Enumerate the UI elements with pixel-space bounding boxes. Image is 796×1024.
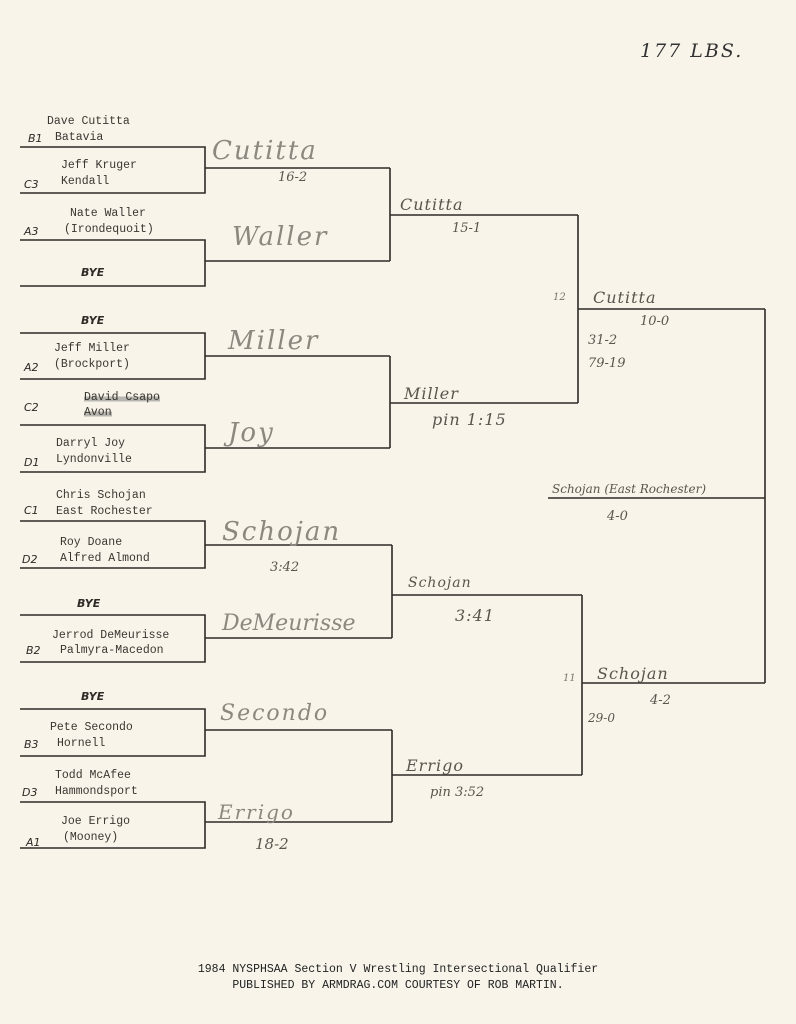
r2-winner: Errigo xyxy=(406,756,464,775)
entry-seed: B1 xyxy=(28,132,43,145)
r1-winner: Joy xyxy=(228,418,275,448)
entry-seed: B2 xyxy=(26,644,41,657)
entry-name: Jerrod DeMeurisse xyxy=(52,629,170,642)
entry-school: Palmyra-Macedon xyxy=(60,644,164,657)
r2-winner: Miller xyxy=(404,384,459,403)
entry-school: (Irondequoit) xyxy=(64,223,154,236)
semi-career: 79-19 xyxy=(588,356,626,371)
entry-name: Jeff Miller xyxy=(54,342,130,355)
entry-seed: B3 xyxy=(24,738,39,751)
entry-bye: BYE xyxy=(77,597,101,610)
r1-winner: Waller xyxy=(232,222,329,252)
entry-bye: BYE xyxy=(81,266,105,279)
r2-winner: Cutitta xyxy=(400,195,464,214)
entry-seed: D1 xyxy=(24,456,40,469)
entry-school: (Brockport) xyxy=(54,358,130,371)
r1-winner: DeMeurisse xyxy=(222,611,356,636)
r1-score: 16-2 xyxy=(278,170,308,185)
entry-seed: A1 xyxy=(26,836,41,849)
r1-winner: Errigo xyxy=(218,800,295,824)
entry-seed: C3 xyxy=(24,178,39,191)
semi-record: 29-0 xyxy=(588,711,615,725)
semi-winner: Cutitta xyxy=(593,288,657,307)
entry-bye: BYE xyxy=(81,690,105,703)
entry-name: Chris Schojan xyxy=(56,489,146,502)
entry-seed: A3 xyxy=(24,225,39,238)
entry-name: Darryl Joy xyxy=(56,437,126,450)
entry-name: David Csapo xyxy=(84,391,160,405)
entry-seed: A2 xyxy=(24,361,39,374)
entry-bye: BYE xyxy=(81,314,105,327)
entry-school: Avon xyxy=(84,406,112,420)
weight-class: 177 LBS. xyxy=(640,40,744,62)
bout-number: 12 xyxy=(553,292,566,303)
entry-name: Pete Secondo xyxy=(50,721,133,734)
r2-score: pin 1:15 xyxy=(432,410,507,429)
r1-winner: Cutitta xyxy=(212,136,318,166)
final-score: 4-0 xyxy=(607,509,628,524)
r1-winner: Secondo xyxy=(220,701,330,726)
r1-winner: Miller xyxy=(228,326,320,356)
entry-name: Todd McAfee xyxy=(55,769,131,782)
bout-number: 11 xyxy=(563,673,576,684)
entry-school: Hammondsport xyxy=(55,785,138,798)
entry-school: East Rochester xyxy=(56,505,153,518)
semi-score: 4-2 xyxy=(650,693,671,708)
semi-score: 10-0 xyxy=(640,314,670,329)
entry-name: Nate Waller xyxy=(70,207,146,220)
semi-record: 31-2 xyxy=(588,333,618,348)
entry-school: Batavia xyxy=(55,131,104,144)
r2-score: 3:41 xyxy=(455,606,495,625)
champion: Schojan (East Rochester) xyxy=(552,482,707,496)
entry-name: Jeff Kruger xyxy=(61,159,137,172)
entry-school: (Mooney) xyxy=(63,831,119,844)
r1-winner: Schojan xyxy=(222,517,342,547)
entry-seed: C1 xyxy=(24,504,39,517)
entry-name: Dave Cutitta xyxy=(47,115,130,128)
entry-school: Kendall xyxy=(61,175,110,188)
r2-score: pin 3:52 xyxy=(430,785,485,800)
r1-score: 3:42 xyxy=(270,560,300,575)
footer-credit: PUBLISHED BY ARMDRAG.COM COURTESY OF ROB… xyxy=(232,979,564,992)
entry-school: Hornell xyxy=(57,737,106,750)
entry-seed: D2 xyxy=(22,553,38,566)
entry-name: Joe Errigo xyxy=(61,815,131,828)
r2-winner: Schojan xyxy=(408,575,472,591)
entry-school: Lyndonville xyxy=(56,453,132,466)
footer-title: 1984 NYSPHSAA Section V Wrestling Inters… xyxy=(197,963,599,976)
r2-score: 15-1 xyxy=(452,221,482,236)
entry-seed: C2 xyxy=(24,401,39,414)
semi-winner: Schojan xyxy=(597,664,669,683)
r1-score: 18-2 xyxy=(255,835,289,853)
entry-seed: D3 xyxy=(22,786,38,799)
entry-school: Alfred Almond xyxy=(60,552,150,565)
entry-name: Roy Doane xyxy=(60,536,123,549)
